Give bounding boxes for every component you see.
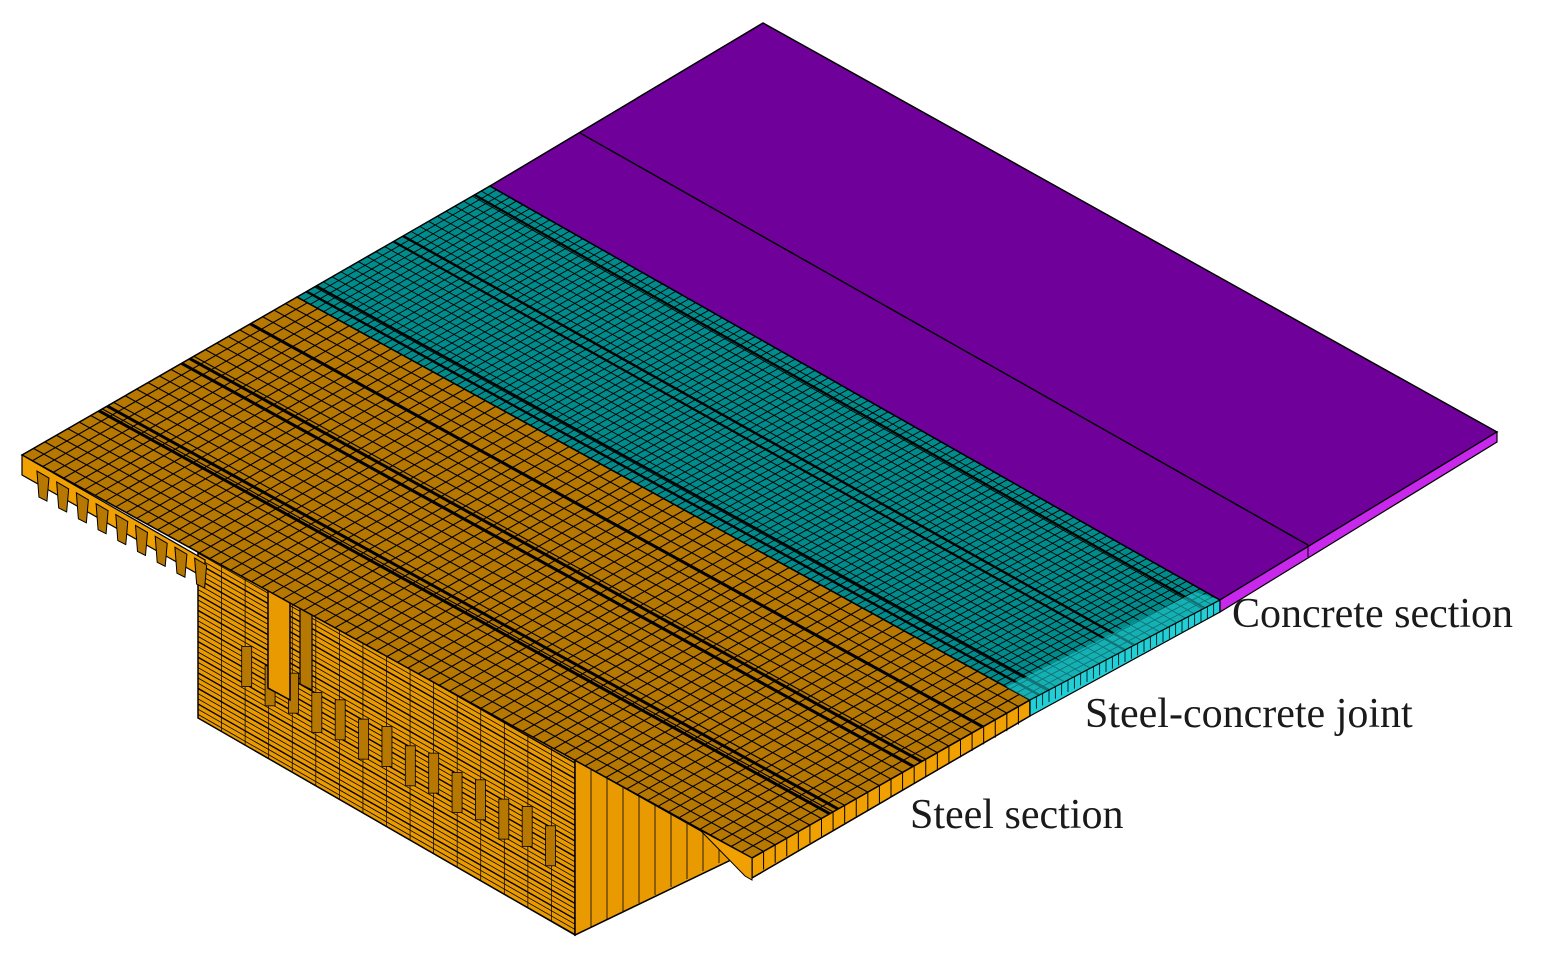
girder-rib-tooth	[311, 692, 323, 733]
girder-rib-tooth	[545, 825, 556, 867]
girder-rib-tooth	[521, 806, 533, 847]
joint-heavy-line	[402, 234, 1136, 646]
label-concrete-section: Concrete section	[1232, 591, 1513, 637]
concrete-segment	[488, 22, 1499, 614]
steel-deck-segment	[20, 296, 1032, 881]
joint-heavy-line	[474, 193, 1206, 609]
steel-box-girder	[197, 543, 736, 937]
steel-deck-mesh	[32, 302, 1020, 853]
steel-girder-line	[106, 404, 839, 811]
girder-rib-tooth	[428, 752, 440, 794]
cantilever-rib	[75, 491, 89, 524]
label-steel-section: Steel section	[910, 792, 1123, 838]
cantilever-ribs	[21, 453, 753, 881]
girder-rib-tooth	[475, 779, 486, 821]
cantilever-rib	[95, 502, 109, 535]
girder-rib-tooth	[498, 798, 510, 840]
steel-girder-line	[98, 409, 831, 816]
joint-end-band	[1000, 592, 1220, 700]
girder-rib-tooth	[381, 726, 393, 767]
steel-concrete-joint-segment	[295, 185, 1222, 718]
label-steel-concrete-joint: Steel-concrete joint	[1085, 691, 1413, 737]
cantilever-rib	[134, 524, 149, 557]
girder-rib-tooth	[404, 745, 416, 787]
steel-deck-end-face-lines	[763, 706, 1019, 870]
steel-girder-line	[180, 362, 914, 768]
girder-inner-web-lines	[590, 769, 720, 927]
cantilever-rib	[194, 557, 208, 589]
joint-end-face-lines	[1035, 603, 1215, 709]
girder-rib-tooth	[358, 718, 369, 760]
joint-deck-mesh	[303, 189, 1220, 700]
concrete-centerline	[579, 132, 1309, 546]
girder-rib-tooth	[334, 699, 346, 741]
cantilever-rib	[115, 513, 129, 546]
cantilever-rib	[56, 481, 70, 513]
steel-girder-line	[189, 357, 923, 763]
concrete-end-face	[1219, 430, 1498, 614]
cantilever-end-lip	[699, 829, 753, 881]
cantilever-rib	[36, 470, 50, 502]
cantilever-rib	[174, 546, 188, 578]
girder-rib-tooth	[241, 646, 253, 687]
joint-heavy-line	[392, 240, 1126, 651]
joint-heavy-line	[306, 290, 1041, 696]
girder-rib-tooth	[451, 772, 463, 813]
cantilever-rib	[154, 535, 168, 568]
girder-side-web-stripes	[198, 545, 575, 935]
steel-girder-line	[249, 322, 984, 729]
joint-heavy-line	[315, 284, 1050, 691]
